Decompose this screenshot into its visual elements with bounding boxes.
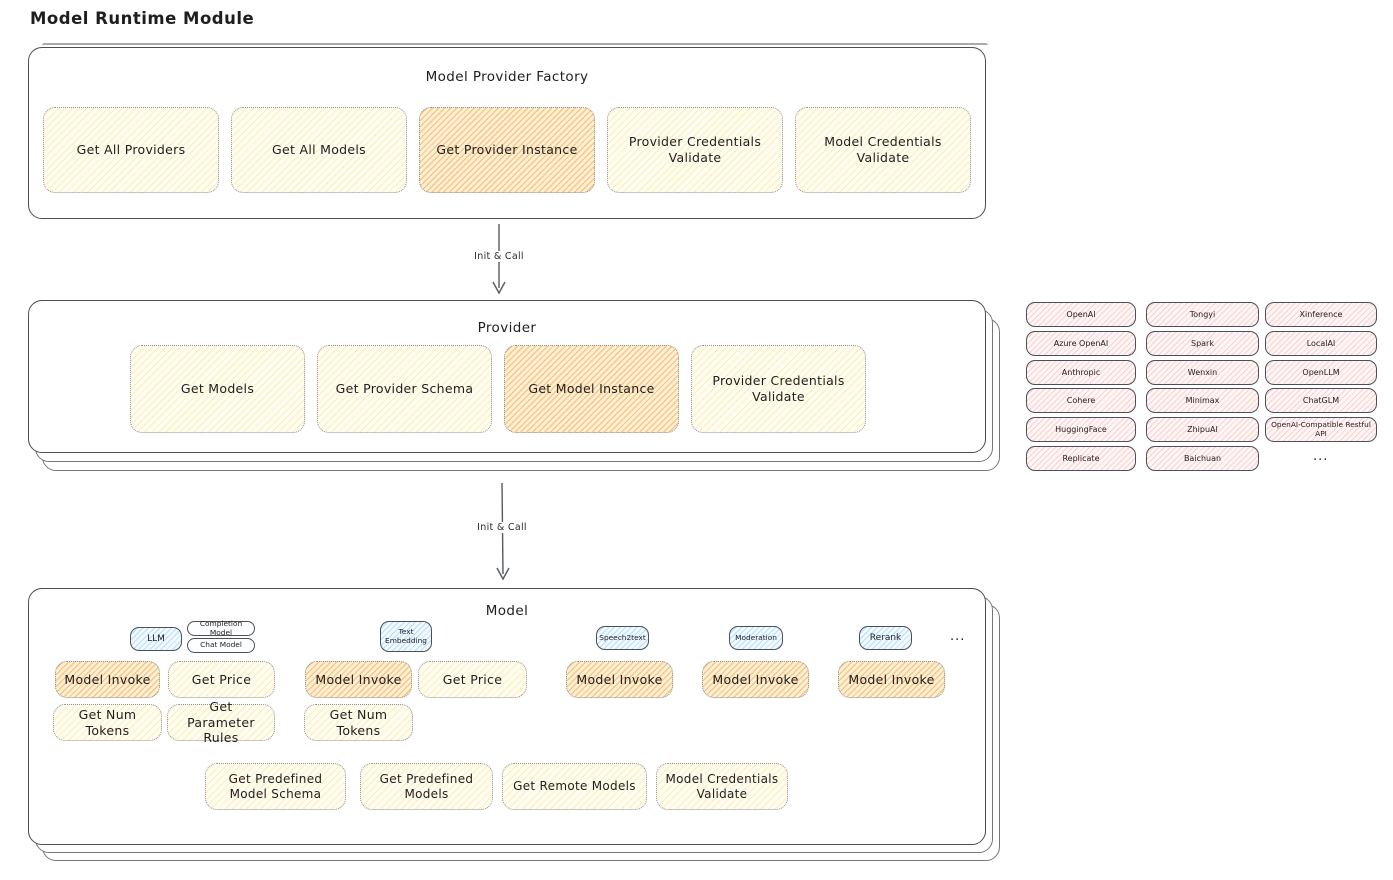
provider-chip-openllm: OpenLLM	[1265, 360, 1377, 385]
factory-button-get-all-models: Get All Models	[231, 107, 407, 193]
factory-button-provider-credentials-validate: Provider Credentials Validate	[607, 107, 783, 193]
model-button-speech2text-model-invoke: Model Invoke	[566, 661, 673, 698]
provider-chips-more: ...	[1313, 449, 1329, 464]
factory-button-get-all-providers: Get All Providers	[43, 107, 219, 193]
factory-title: Model Provider Factory	[425, 69, 589, 85]
model-button-llm-get-price: Get Price	[168, 661, 275, 698]
provider-chip-wenxin: Wenxin	[1146, 360, 1259, 385]
provider-chip-spark: Spark	[1146, 331, 1259, 356]
model-button-llm-get-num-tokens: Get Num Tokens	[53, 704, 162, 741]
model-button-embedding-model-invoke: Model Invoke	[305, 661, 412, 698]
provider-button-provider-credentials-validate: Provider Credentials Validate	[691, 345, 866, 433]
model-button-llm-model-invoke: Model Invoke	[55, 661, 160, 698]
model-type-chip-chat-model: Chat Model	[187, 638, 255, 653]
provider-chip-openai-compatible: OpenAI-Compatible Restful API	[1265, 417, 1377, 442]
model-button-get-remote-models: Get Remote Models	[502, 763, 647, 810]
provider-chip-azure-openai: Azure OpenAI	[1026, 331, 1136, 356]
provider-chip-huggingface: HuggingFace	[1026, 417, 1136, 442]
factory-button-model-credentials-validate: Model Credentials Validate	[795, 107, 971, 193]
arrow1-label: Init & Call	[470, 251, 528, 262]
model-type-chip-moderation: Moderation	[729, 626, 783, 650]
model-type-chip-speech2text: Speech2text	[596, 626, 649, 650]
factory-button-get-provider-instance: Get Provider Instance	[419, 107, 595, 193]
model-button-embedding-get-price: Get Price	[418, 661, 527, 698]
provider-chip-replicate: Replicate	[1026, 446, 1136, 471]
model-button-model-credentials-validate: Model Credentials Validate	[656, 763, 788, 810]
model-button-get-predefined-model-schema: Get Predefined Model Schema	[205, 763, 346, 810]
provider-title: Provider	[477, 320, 537, 336]
model-button-get-predefined-models: Get Predefined Models	[360, 763, 493, 810]
provider-button-get-provider-schema: Get Provider Schema	[317, 345, 492, 433]
page-title: Model Runtime Module	[30, 9, 255, 28]
model-type-chips-more: ...	[950, 629, 966, 644]
provider-chip-minimax: Minimax	[1146, 388, 1259, 413]
model-button-rerank-model-invoke: Model Invoke	[838, 661, 945, 698]
provider-chip-openai: OpenAI	[1026, 302, 1136, 327]
model-type-chip-rerank: Rerank	[859, 626, 912, 650]
arrow2-label: Init & Call	[473, 522, 531, 533]
provider-chip-baichuan: Baichuan	[1146, 446, 1259, 471]
provider-button-get-model-instance: Get Model Instance	[504, 345, 679, 433]
model-button-moderation-model-invoke: Model Invoke	[702, 661, 809, 698]
model-type-chip-text-embedding: Text Embedding	[380, 621, 432, 652]
factory-box-stack-edge	[42, 43, 988, 48]
provider-button-get-models: Get Models	[130, 345, 305, 433]
provider-chip-localai: LocalAI	[1265, 331, 1377, 356]
model-type-chip-completion-model: Completion Model	[187, 619, 255, 636]
provider-chip-chatglm: ChatGLM	[1265, 388, 1377, 413]
provider-chip-cohere: Cohere	[1026, 388, 1136, 413]
model-type-chip-llm: LLM	[130, 627, 182, 651]
provider-chip-xinference: Xinference	[1265, 302, 1377, 327]
provider-chip-zhipuai: ZhipuAI	[1146, 417, 1259, 442]
provider-chip-anthropic: Anthropic	[1026, 360, 1136, 385]
provider-chip-tongyi: Tongyi	[1146, 302, 1259, 327]
model-button-llm-get-parameter-rules: Get Parameter Rules	[167, 699, 275, 745]
model-button-embedding-get-num-tokens: Get Num Tokens	[304, 704, 413, 741]
model-title: Model	[485, 603, 529, 619]
